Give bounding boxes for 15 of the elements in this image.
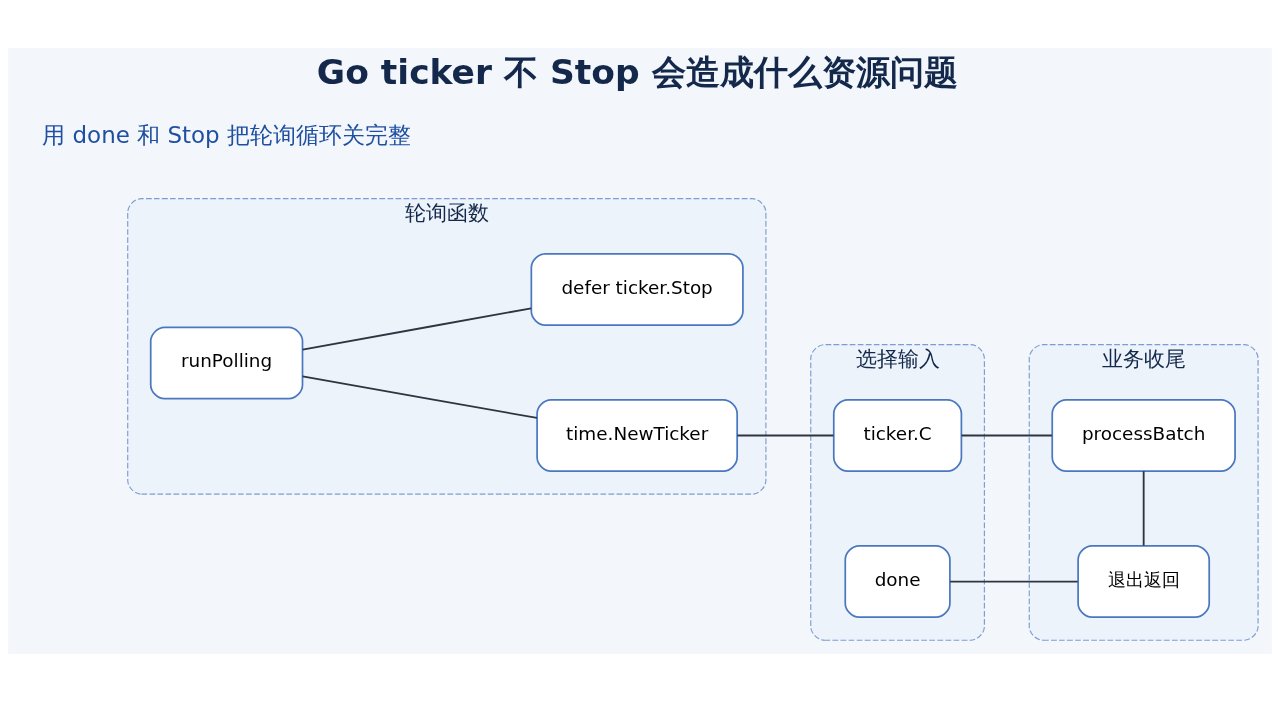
connector	[301, 307, 533, 351]
diagram-title: Go ticker 不 Stop 会造成什么资源问题	[316, 51, 958, 92]
connector	[736, 434, 835, 437]
node-box: 退出返回	[1077, 545, 1211, 619]
node-box: done	[844, 545, 951, 619]
connector	[1142, 470, 1145, 547]
node-box: runPolling	[149, 326, 304, 400]
node-box: defer ticker.Stop	[530, 252, 744, 326]
label: 用 done 和 Stop 把轮询循环关完整	[42, 122, 412, 149]
node-box: time.NewTicker	[536, 399, 739, 473]
connector	[301, 375, 538, 419]
connector	[949, 580, 1079, 583]
node-box: processBatch	[1051, 399, 1236, 473]
node-box: ticker.C	[832, 399, 963, 473]
connector	[960, 434, 1053, 437]
